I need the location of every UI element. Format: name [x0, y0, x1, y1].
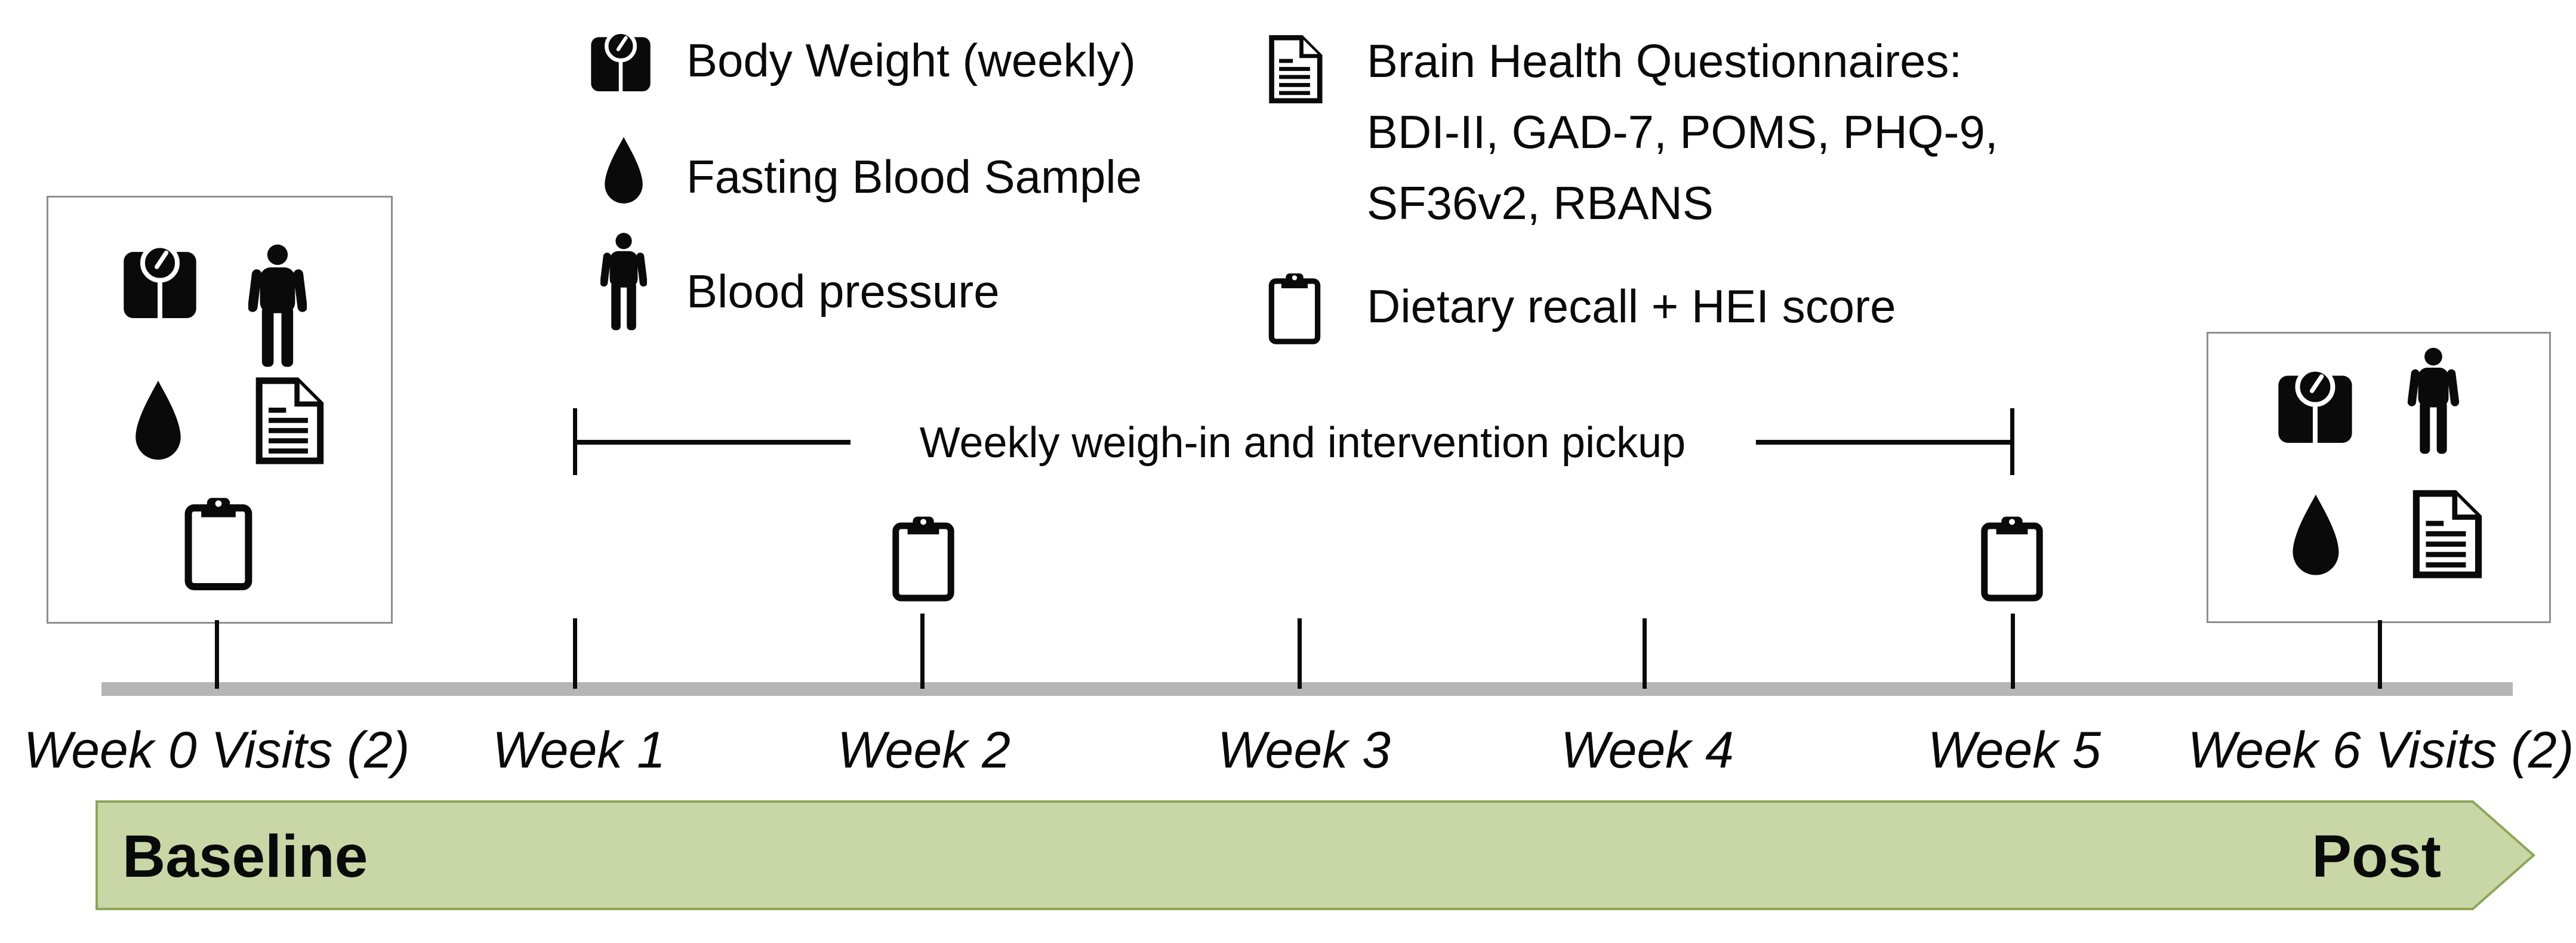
week4-label: Week 4 [1561, 722, 1734, 779]
baseline-post-arrow [95, 800, 2536, 910]
week6-tick [2378, 620, 2382, 689]
timeline-bar [101, 682, 2513, 696]
week0-tick [215, 620, 219, 689]
week1-label: Week 1 [492, 722, 665, 779]
week4-tick [1643, 618, 1647, 689]
legend-body-weight-label: Body Weight (weekly) [686, 34, 1136, 87]
week0-label: Week 0 Visits (2) [23, 722, 410, 779]
week6-label: Week 6 Visits (2) [2187, 722, 2574, 779]
scale-icon [2275, 362, 2355, 444]
week6-visit-box [2207, 332, 2551, 623]
questionnaires-line2: BDI-II, GAD-7, POMS, PHQ-9, [1367, 106, 1998, 158]
week2-tick [920, 614, 925, 689]
person-icon [248, 236, 307, 378]
week2-label: Week 2 [837, 722, 1010, 779]
legend-fasting-blood-label: Fasting Blood Sample [686, 150, 1142, 203]
legend-blood-pressure-label: Blood pressure [686, 265, 1000, 318]
clipboard-icon [890, 509, 956, 608]
baseline-label: Baseline [122, 823, 368, 890]
questionnaires-text: Brain Health Questionnaires: BDI-II, GAD… [1367, 26, 1998, 239]
week1-tick [573, 618, 577, 689]
bracket-label: Weekly weigh-in and intervention pickup [919, 419, 1686, 467]
document-icon [252, 368, 325, 474]
blood-drop-icon [598, 135, 649, 207]
clipboard-icon [1979, 509, 2045, 608]
clipboard-icon [1267, 260, 1322, 357]
scale-icon [121, 235, 199, 322]
bracket-right-line [1756, 440, 2014, 445]
week5-tick [2011, 614, 2015, 689]
questionnaires-line3: SF36v2, RBANS [1367, 177, 1714, 229]
week3-label: Week 3 [1218, 722, 1391, 779]
person-icon [600, 232, 647, 334]
legend-dietary-recall-label: Dietary recall + HEI score [1367, 280, 1896, 332]
bracket-left-line [575, 440, 851, 445]
scale-icon [588, 24, 653, 94]
week5-label: Week 5 [1928, 722, 2101, 779]
document-icon [2409, 486, 2483, 583]
bracket-right-tick [2010, 408, 2014, 475]
document-icon [1266, 24, 1323, 115]
blood-drop-icon [128, 370, 189, 471]
questionnaires-line1: Brain Health Questionnaires: [1367, 35, 1962, 87]
blood-drop-icon [2285, 491, 2347, 580]
week3-tick [1298, 618, 1302, 689]
person-icon [2405, 347, 2461, 457]
clipboard-icon [183, 489, 254, 598]
post-label: Post [2312, 823, 2441, 890]
